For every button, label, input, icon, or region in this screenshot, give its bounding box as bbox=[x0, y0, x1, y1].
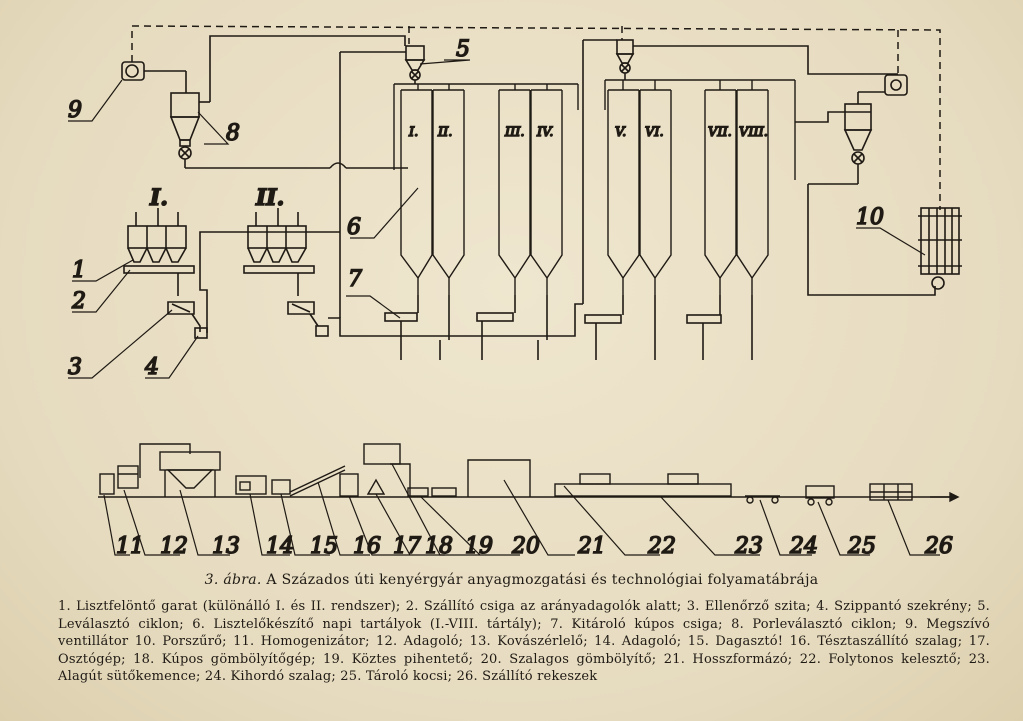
system-label-I: I. bbox=[149, 185, 168, 211]
production-line bbox=[98, 443, 960, 506]
dust-cyclone-left bbox=[169, 35, 408, 169]
figure-number: 3. ábra. bbox=[204, 572, 262, 588]
label-11: 11 bbox=[116, 534, 144, 559]
label-2: 2 bbox=[71, 289, 86, 314]
silo-label-VIII: VIII. bbox=[739, 125, 768, 140]
suction-fan-left bbox=[121, 61, 187, 93]
flow-diagram: 9 8 5 6 7 10 1 2 3 4 I. II. I. II. III. … bbox=[67, 25, 962, 560]
label-3: 3 bbox=[68, 355, 82, 380]
label-9: 9 bbox=[68, 98, 82, 123]
figure-legend: 1. Lisztfelöntő garat (különálló I. és I… bbox=[58, 598, 990, 686]
dust-cyclone-right bbox=[795, 74, 936, 296]
flour-hoppers-I bbox=[123, 208, 340, 339]
figure-title: A Százados úti kenyérgyár anyagmozgatási… bbox=[266, 572, 819, 588]
system-label-II: II. bbox=[255, 185, 284, 211]
bottom-leader-lines bbox=[103, 463, 940, 556]
label-19: 19 bbox=[465, 534, 493, 559]
separator-cyclone-5 bbox=[339, 45, 578, 318]
separator-cyclone-right bbox=[582, 39, 898, 304]
label-21: 21 bbox=[577, 534, 606, 559]
silo-label-VII: VII. bbox=[708, 125, 732, 140]
flour-hoppers-II bbox=[243, 208, 329, 337]
label-23: 23 bbox=[734, 534, 763, 559]
label-16: 16 bbox=[353, 534, 381, 559]
label-6: 6 bbox=[347, 215, 361, 240]
discharge-screws bbox=[328, 295, 753, 360]
silo-label-III: III. bbox=[504, 125, 525, 140]
figure-caption: 3. ábra. A Százados úti kenyérgyár anyag… bbox=[0, 572, 1023, 588]
silo-label-V: V. bbox=[615, 125, 626, 140]
legend-text: 1. Lisztfelöntő garat (különálló I. és I… bbox=[58, 599, 990, 684]
top-leader-lines bbox=[68, 59, 926, 379]
label-20: 20 bbox=[511, 534, 540, 559]
silo-group bbox=[393, 80, 796, 295]
label-22: 22 bbox=[647, 534, 676, 559]
label-17: 17 bbox=[393, 534, 421, 559]
label-26: 26 bbox=[924, 534, 953, 559]
label-13: 13 bbox=[212, 534, 240, 559]
label-5: 5 bbox=[456, 37, 470, 62]
label-18: 18 bbox=[425, 534, 453, 559]
label-14: 14 bbox=[266, 534, 294, 559]
silo-label-VI: VI. bbox=[645, 125, 664, 140]
label-8: 8 bbox=[226, 121, 240, 146]
label-12: 12 bbox=[160, 534, 188, 559]
label-25: 25 bbox=[847, 534, 876, 559]
label-7: 7 bbox=[348, 267, 362, 292]
label-10: 10 bbox=[856, 205, 884, 230]
label-1: 1 bbox=[72, 258, 86, 283]
dust-filter-10 bbox=[918, 207, 962, 290]
label-24: 24 bbox=[789, 534, 818, 559]
dashed-suction-lines bbox=[131, 25, 941, 210]
silo-label-IV: IV. bbox=[536, 125, 553, 140]
label-4: 4 bbox=[144, 355, 159, 380]
silo-label-II: II. bbox=[437, 125, 452, 140]
silo-label-I: I. bbox=[408, 125, 418, 140]
label-15: 15 bbox=[310, 534, 338, 559]
